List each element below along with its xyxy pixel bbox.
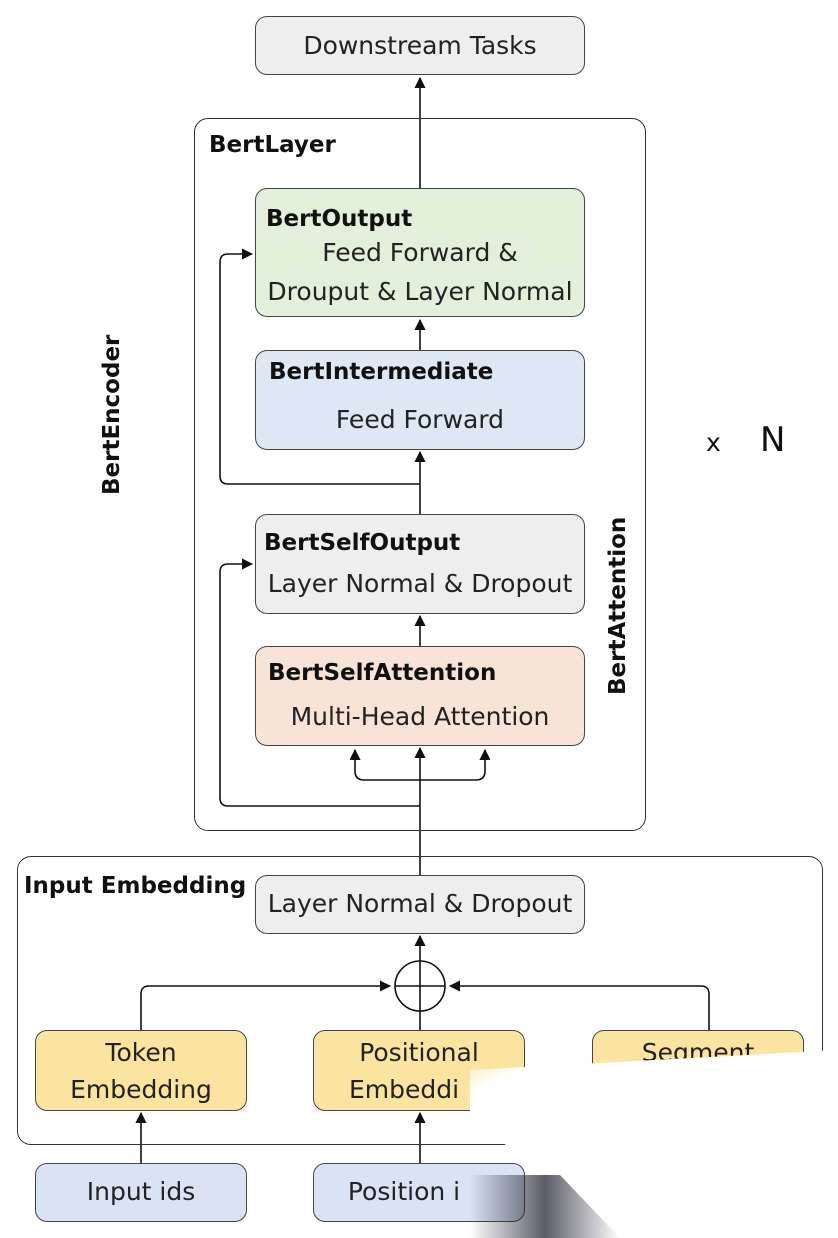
token-embedding-box: Token Embedding [35,1030,247,1111]
token-embedding-line2: Embedding [70,1075,212,1104]
bert-intermediate-box: BertIntermediate Feed Forward [255,350,585,450]
residual-to-selfoutput [219,558,420,807]
bert-layer-container [194,118,646,831]
input-ids-label: Input ids [86,1177,196,1206]
bert-output-line1: Feed Forward & [322,238,518,267]
token-embedding-line1: Token [105,1038,177,1067]
bert-self-attention-box: BertSelfAttention Multi-Head Attention [255,646,585,746]
positional-embedding-line2: Embeddi [348,1075,460,1104]
bert-self-output-title: BertSelfOutput [264,530,461,556]
repeat-x-label: x [706,428,721,457]
bert-output-box: BertOutput Feed Forward & Drouput & Laye… [255,188,585,317]
bert-self-output-line1: Layer Normal & Dropout [267,569,573,598]
positional-embedding-line1: Positional [359,1038,479,1067]
downstream-tasks-box: Downstream Tasks [255,16,585,75]
embedding-norm-label: Layer Normal & Dropout [267,889,573,918]
bert-layer-title: BertLayer [209,132,336,158]
downstream-tasks-label: Downstream Tasks [303,31,537,60]
input-embedding-container [17,856,823,1145]
bert-self-attention-title: BertSelfAttention [268,660,497,686]
bert-output-title: BertOutput [266,206,413,232]
arrow-token-to-sum [140,980,392,1030]
arrow-query-branch [349,748,420,781]
arrow-value-branch [420,748,491,781]
bert-output-line2: Drouput & Layer Normal [267,277,573,306]
repeat-n-label: N [760,420,786,460]
arrow-segment-to-sum [448,980,710,1030]
input-embedding-title: Input Embedding [24,873,247,899]
residual-to-output [219,248,420,485]
bert-intermediate-title: BertIntermediate [269,359,494,385]
bert-self-attention-line1: Multi-Head Attention [290,702,550,731]
embedding-norm-box: Layer Normal & Dropout [255,875,585,934]
position-ids-label: Position i [347,1177,461,1206]
bert-self-output-box: BertSelfOutput Layer Normal & Dropout [255,514,585,614]
bert-intermediate-line1: Feed Forward [335,405,505,434]
input-ids-box: Input ids [35,1163,247,1222]
